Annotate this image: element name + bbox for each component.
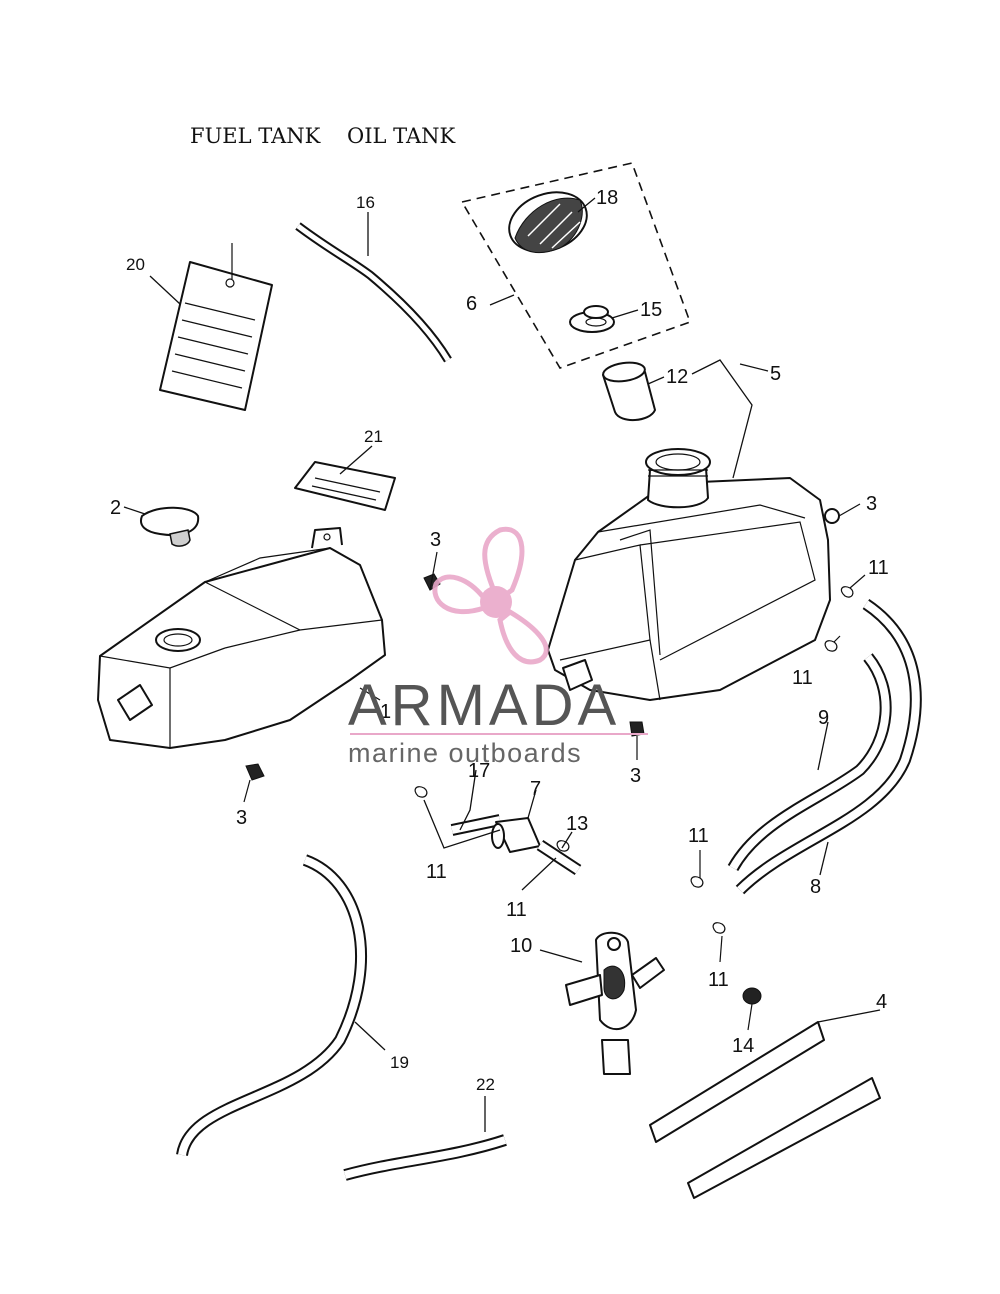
callout-9: 9 bbox=[818, 707, 829, 729]
callout-11-b: 11 bbox=[792, 667, 813, 689]
propeller-logo bbox=[432, 526, 549, 665]
part-2-oil-cap bbox=[140, 506, 200, 547]
callout-22: 22 bbox=[476, 1075, 495, 1094]
watermark-tagline: marine outboards bbox=[348, 738, 582, 768]
callout-labels: 20 16 21 2 6 18 15 12 5 3 3 3 3 11 11 11… bbox=[110, 187, 889, 1094]
callout-17: 17 bbox=[468, 760, 490, 782]
part-16-hose bbox=[295, 222, 452, 363]
callout-11-e: 11 bbox=[426, 861, 447, 883]
part-10-fuel-cock bbox=[565, 931, 665, 1075]
diagram-title: FUEL TANK OIL TANK bbox=[190, 124, 456, 148]
part-21-label bbox=[294, 461, 396, 511]
part-3-bolt-d bbox=[243, 763, 265, 803]
part-6-cap-assembly-box bbox=[460, 162, 692, 369]
part-12-filter bbox=[602, 361, 656, 421]
part-11-clip-d bbox=[712, 922, 726, 963]
callout-4: 4 bbox=[876, 991, 887, 1013]
part-11-clip-b bbox=[824, 635, 841, 652]
part-19-hose bbox=[176, 854, 368, 1157]
callout-15: 15 bbox=[640, 299, 662, 321]
part-14-screw bbox=[742, 987, 762, 1031]
callout-14: 14 bbox=[732, 1035, 754, 1057]
callout-18: 18 bbox=[596, 187, 618, 209]
part-18-cap bbox=[508, 191, 588, 254]
callout-13: 13 bbox=[566, 813, 588, 835]
callout-21: 21 bbox=[364, 427, 383, 446]
leader-lines bbox=[123, 197, 881, 1132]
part-11-clip-c bbox=[690, 850, 704, 888]
armada-watermark: ARMADA marine outboards bbox=[348, 526, 648, 768]
callout-10: 10 bbox=[510, 935, 532, 957]
part-15-gasket bbox=[569, 305, 615, 333]
callout-3-d: 3 bbox=[236, 807, 247, 829]
callout-11-a: 11 bbox=[868, 557, 889, 579]
callout-3-a: 3 bbox=[430, 529, 441, 551]
callout-11-f: 11 bbox=[506, 899, 527, 921]
part-5-fuel-tank bbox=[547, 448, 831, 701]
callout-3-b: 3 bbox=[866, 493, 877, 515]
callout-1: 1 bbox=[380, 701, 391, 723]
callout-16: 16 bbox=[356, 193, 375, 212]
watermark-brand: ARMADA bbox=[348, 673, 620, 738]
callout-3-c: 3 bbox=[630, 765, 641, 787]
callout-8: 8 bbox=[810, 876, 821, 898]
part-7-fuel-filter bbox=[450, 814, 582, 876]
part-20-tag bbox=[159, 243, 273, 411]
part-3-bolt-b bbox=[824, 503, 861, 524]
callout-7: 7 bbox=[530, 778, 541, 800]
part-11-clip-e bbox=[414, 786, 428, 798]
callout-5: 5 bbox=[770, 363, 781, 385]
part-11-clip-a bbox=[840, 574, 866, 598]
part-1-oil-tank bbox=[97, 527, 386, 749]
part-4-straps bbox=[649, 1021, 881, 1199]
callout-20: 20 bbox=[126, 255, 145, 274]
callout-11-d: 11 bbox=[708, 969, 729, 991]
callout-6: 6 bbox=[466, 293, 477, 315]
callout-11-c: 11 bbox=[688, 825, 709, 847]
callout-19: 19 bbox=[390, 1053, 409, 1072]
callout-12: 12 bbox=[666, 366, 688, 388]
part-3-bolt-c bbox=[629, 721, 645, 760]
callout-2: 2 bbox=[110, 497, 121, 519]
